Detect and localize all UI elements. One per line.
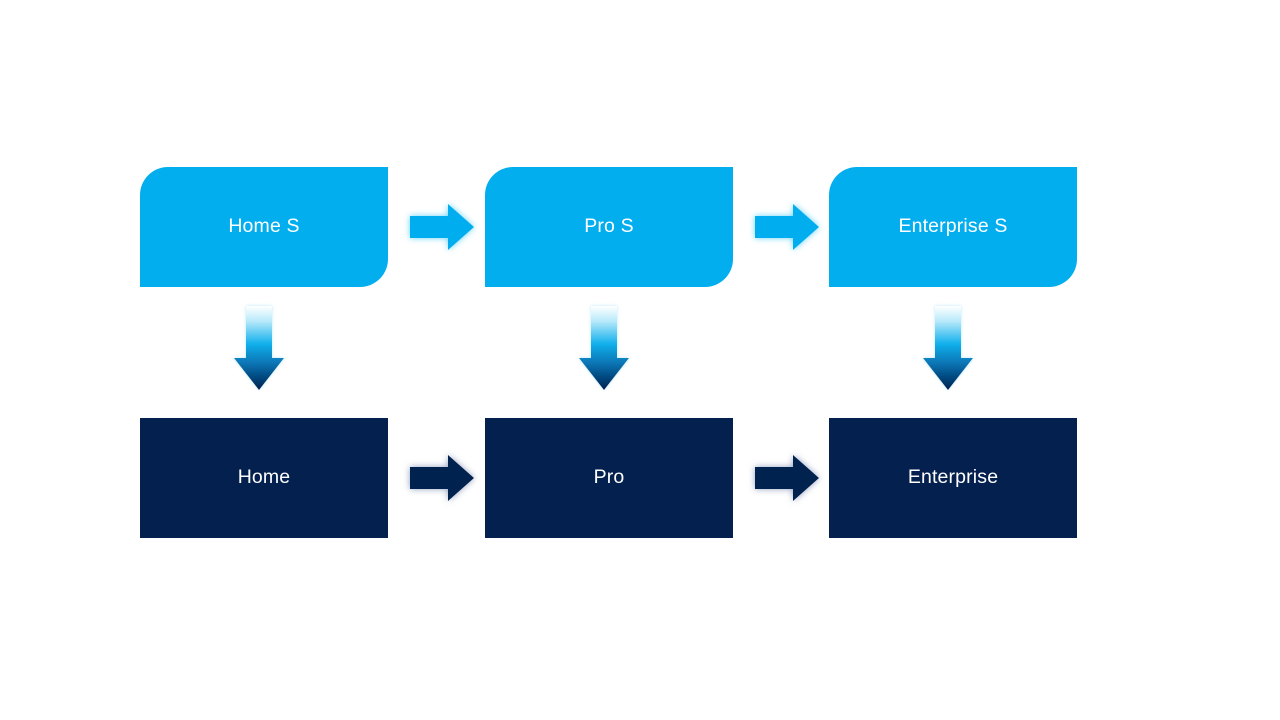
node-label: Home S: [228, 215, 300, 238]
arrow-right-icon: [398, 196, 484, 258]
arrow-down-icon: [915, 302, 981, 398]
node-home-s[interactable]: Home S: [140, 167, 388, 287]
node-label: Pro: [593, 466, 625, 489]
arrow-right-icon: [398, 447, 484, 509]
arrow-right-icon: [743, 196, 829, 258]
node-label: Enterprise: [907, 466, 999, 489]
node-label: Pro S: [584, 215, 634, 238]
node-home[interactable]: Home: [140, 418, 388, 538]
node-pro[interactable]: Pro: [485, 418, 733, 538]
node-label: Enterprise S: [898, 215, 1008, 238]
arrow-right-icon: [743, 447, 829, 509]
node-pro-s[interactable]: Pro S: [485, 167, 733, 287]
arrow-down-icon: [571, 302, 637, 398]
arrow-down-icon: [226, 302, 292, 398]
node-enterprise[interactable]: Enterprise: [829, 418, 1077, 538]
node-label: Home: [237, 466, 291, 489]
node-enterprise-s[interactable]: Enterprise S: [829, 167, 1077, 287]
